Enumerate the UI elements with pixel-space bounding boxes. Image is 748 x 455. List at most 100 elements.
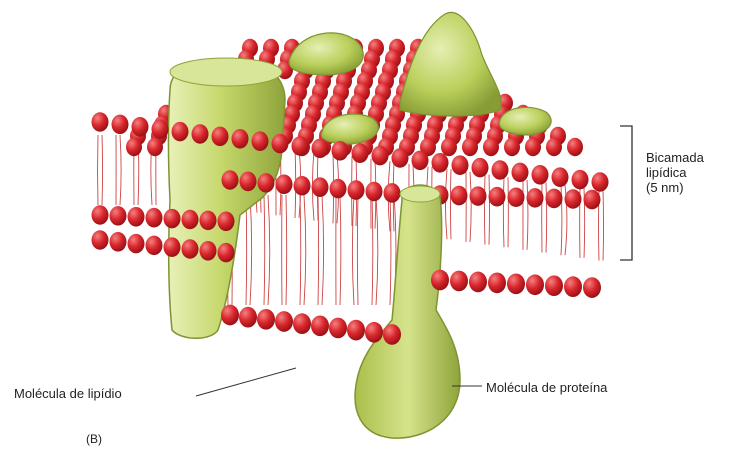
lipid-head [292, 136, 309, 156]
lipid-head [552, 167, 569, 187]
lipid-tail [336, 195, 341, 305]
lipid-head [584, 190, 601, 210]
lipid-head [126, 138, 142, 156]
lipid-head [567, 138, 583, 156]
lipid-head [525, 138, 541, 156]
lipid-head [365, 322, 383, 343]
lipid-head [492, 160, 509, 180]
lipid-head [192, 124, 209, 144]
lipid-head [222, 170, 239, 190]
lipid-head [488, 273, 506, 294]
lipid-head [512, 163, 529, 183]
lipid-tail [523, 180, 528, 250]
lipid-tail [372, 195, 378, 305]
lipid-head [294, 176, 311, 196]
lipid-head [384, 183, 401, 203]
bilayer-label: Bicamada lipídica (5 nm) [646, 150, 746, 195]
lipid-head [92, 205, 109, 225]
lipid-head [110, 206, 127, 226]
lipid-tail [485, 175, 490, 245]
lipid-head [564, 276, 582, 297]
bilayer-label-line2: lipídica [646, 165, 746, 180]
lipid-head [92, 112, 109, 132]
lipid-head [372, 146, 389, 166]
bilayer-label-line1: Bicamada [646, 150, 746, 165]
lipid-head [452, 155, 469, 175]
lipid-tail [318, 195, 324, 305]
lipid-tail [116, 135, 121, 205]
lipid-tail [503, 177, 508, 247]
lipid-head [431, 270, 449, 291]
lipid-head [276, 175, 293, 195]
lipid-head [275, 311, 293, 332]
lipid-molecule-label: Molécula de lipídio [14, 386, 122, 401]
lipid-head [332, 141, 349, 161]
lipid-head [565, 189, 582, 209]
lipid-head [221, 305, 239, 326]
lipid-head [110, 232, 127, 252]
lipid-head [469, 272, 487, 293]
lipid-head [383, 324, 401, 345]
lipid-head [272, 134, 289, 154]
lipid-head [532, 165, 549, 185]
lipid-head [200, 211, 217, 231]
lipid-head [330, 179, 347, 199]
lipid-head [147, 138, 163, 156]
lipid-head [146, 236, 163, 256]
lipid-head [112, 115, 129, 135]
lipid-head [470, 186, 487, 206]
lipid-tail [542, 183, 547, 253]
lipid-head [312, 177, 329, 197]
lipid-head [450, 271, 468, 292]
lipid-tail [352, 195, 358, 305]
bilayer-bracket [620, 126, 632, 260]
lipid-heads-bottom-layer [92, 205, 602, 345]
lipid-head [489, 187, 506, 207]
lipid-head [200, 241, 217, 261]
lipid-head [472, 158, 489, 178]
lipid-head [218, 212, 235, 232]
lipid-head [311, 315, 329, 336]
lipid-head [347, 320, 365, 341]
lipid-head [164, 209, 181, 229]
lipid-head [239, 307, 257, 328]
lipid-tail [98, 135, 103, 205]
lipid-head [92, 230, 109, 250]
lipid-head [258, 173, 275, 193]
lipid-tail [264, 195, 270, 305]
lipid-tail [246, 195, 252, 305]
lipid-leader-line [196, 368, 296, 396]
lipid-tail [445, 169, 451, 239]
lipid-head [128, 207, 145, 227]
lipid-head [329, 318, 347, 339]
lipid-head [451, 186, 468, 206]
panel-label: (B) [86, 432, 102, 447]
lipid-head [182, 210, 199, 230]
lipid-head [572, 170, 589, 190]
protein-left-transmembrane [169, 58, 286, 338]
protein-molecule-label: Molécula de proteína [486, 380, 607, 395]
lipid-head [507, 273, 525, 294]
lipid-head [257, 309, 275, 330]
lipid-head [592, 172, 609, 192]
lipid-head [218, 243, 235, 263]
lipid-head [508, 188, 525, 208]
lipid-head [504, 138, 520, 156]
bilayer-label-line3: (5 nm) [646, 180, 746, 195]
lipid-head [462, 138, 478, 156]
lipid-head [164, 237, 181, 257]
lipid-head [432, 153, 449, 173]
lipid-head [132, 117, 149, 137]
lipid-head [232, 129, 249, 149]
lipid-head [146, 208, 163, 228]
lipid-head [483, 138, 499, 156]
lipid-head [240, 172, 257, 192]
lipid-head [348, 180, 365, 200]
lipid-head [527, 188, 544, 208]
lipid-head [172, 122, 189, 142]
lipid-tail [282, 195, 287, 305]
lipid-head [128, 234, 145, 254]
lipid-head [293, 313, 311, 334]
lipid-head [152, 119, 169, 139]
lipid-head [352, 143, 369, 163]
